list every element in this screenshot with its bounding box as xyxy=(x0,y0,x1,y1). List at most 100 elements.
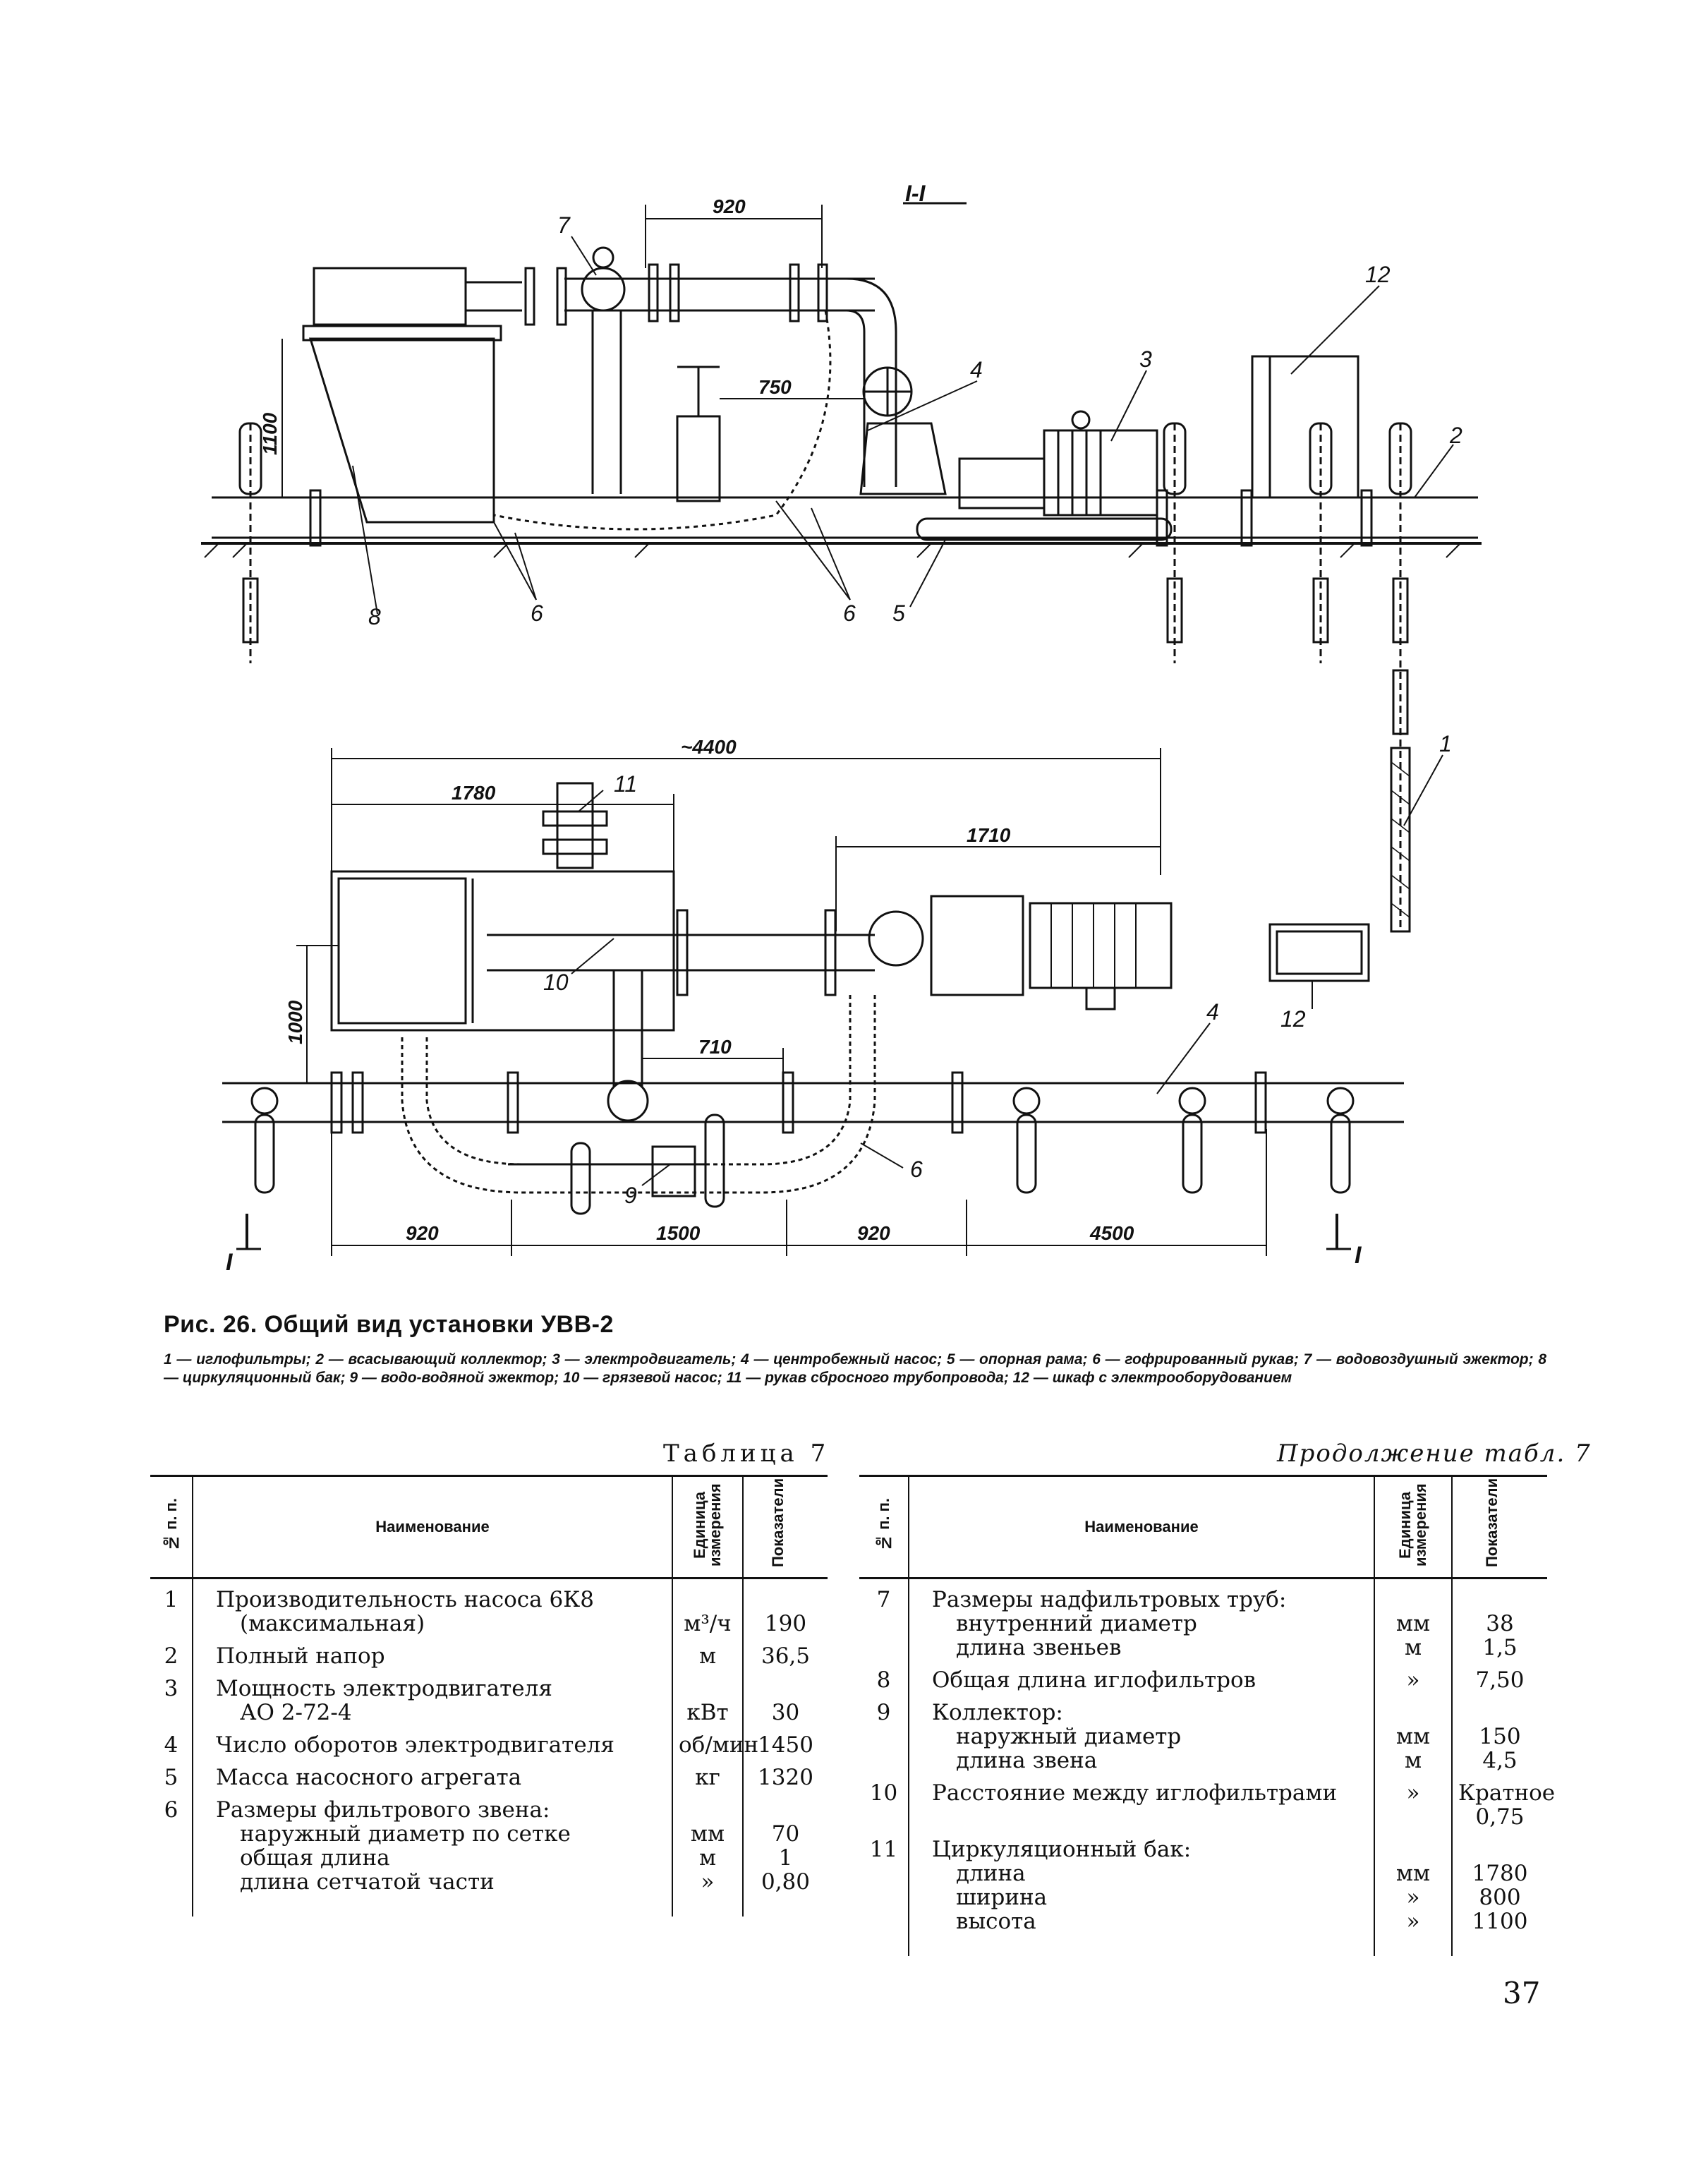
row-number: 6 xyxy=(150,1789,193,1894)
row-name-line: общая длина xyxy=(240,1845,390,1871)
callout-12-top: 12 xyxy=(1365,262,1391,287)
row-unit-line: м xyxy=(1404,1748,1422,1773)
row-number-text: 1 xyxy=(164,1587,178,1612)
table-label-right: Продолжение табл. 7 xyxy=(1277,1439,1592,1468)
row-name: Производительность насоса 6К8(максимальн… xyxy=(192,1578,673,1636)
row-unit-line: об/мин xyxy=(679,1732,759,1758)
spacer-cell xyxy=(742,1894,828,1917)
row-name-line: длина сетчатой части xyxy=(240,1869,495,1895)
dim-1780: 1780 xyxy=(452,782,496,804)
row-unit-line: кг xyxy=(695,1765,720,1790)
row-number-text: 9 xyxy=(876,1700,891,1725)
callout-4-top: 4 xyxy=(970,357,983,382)
row-value-line: 1450 xyxy=(758,1732,813,1758)
row-name-line: Расстояние между иглофильтрами xyxy=(932,1780,1338,1806)
row-name-line: наружный диаметр xyxy=(956,1724,1182,1749)
header-num: № п. п. xyxy=(859,1475,909,1579)
header-name: Наименование xyxy=(908,1475,1375,1579)
row-name: Размеры фильтрового звена:наружный диаме… xyxy=(192,1789,673,1895)
row-value-line: Кратное 0,75 xyxy=(1458,1780,1556,1830)
spacer-cell xyxy=(859,1933,909,1956)
callout-8: 8 xyxy=(368,604,381,629)
callout-4-bottom: 4 xyxy=(1206,999,1219,1025)
row-number-text: 8 xyxy=(876,1667,891,1693)
row-value-line: 800 xyxy=(1479,1885,1521,1910)
row-unit-line: кВт xyxy=(686,1700,729,1725)
row-number: 3 xyxy=(150,1668,193,1725)
header-value: Показатели xyxy=(1451,1475,1547,1579)
row-value-line: 0,80 xyxy=(761,1869,811,1895)
row-number: 1 xyxy=(150,1578,193,1636)
callout-11: 11 xyxy=(614,771,637,797)
table-spacer-row xyxy=(150,1894,828,1917)
spacer-cell xyxy=(1451,1933,1547,1956)
dim-top-920: 920 xyxy=(713,195,746,217)
section-label: I-I xyxy=(905,181,926,206)
row-number-text: 11 xyxy=(869,1837,898,1862)
row-name: Полный напор xyxy=(192,1636,673,1669)
table-left-body: 1 Производительность насоса 6К8(максималь… xyxy=(150,1578,828,1917)
row-number-text: 6 xyxy=(164,1797,178,1823)
row-value-line xyxy=(749,1798,822,1822)
dim-710: 710 xyxy=(698,1036,732,1058)
row-name-line: внутренний диаметр xyxy=(956,1611,1197,1636)
row-value-line: 30 xyxy=(771,1700,800,1725)
figure-legend: 1 — иглофильтры; 2 — всасывающий коллект… xyxy=(164,1351,1546,1386)
cut-mark-left: I xyxy=(226,1249,234,1276)
row-name-line: ширина xyxy=(956,1885,1048,1910)
row-name: Число оборотов электродвигателя xyxy=(192,1725,673,1757)
row-value: 30 xyxy=(742,1668,828,1725)
row-unit-line: » xyxy=(1406,1780,1420,1806)
row-number: 9 xyxy=(859,1692,909,1773)
table-row: 6 Размеры фильтрового звена:наружный диам… xyxy=(150,1789,828,1894)
row-name-line: Полный напор xyxy=(216,1643,385,1669)
row-name-line: длина звена xyxy=(956,1748,1098,1773)
header-unit: Единица измерения xyxy=(1374,1475,1453,1579)
spacer-cell xyxy=(908,1933,1375,1956)
row-name-line: АО 2-72-4 xyxy=(240,1700,352,1725)
row-number-text: 2 xyxy=(164,1643,178,1669)
callout-5: 5 xyxy=(892,600,905,626)
row-value-line: 4,5 xyxy=(1482,1748,1518,1773)
row-unit-line: мм xyxy=(1395,1861,1431,1886)
row-unit: м³/ч xyxy=(672,1578,744,1636)
row-name-line: Общая длина иглофильтров xyxy=(932,1667,1256,1693)
callout-12-bottom: 12 xyxy=(1280,1006,1306,1032)
row-number-text: 5 xyxy=(164,1765,178,1790)
dim-1000: 1000 xyxy=(284,1000,306,1044)
row-value-line: 150 xyxy=(1479,1724,1521,1749)
row-unit: м xyxy=(672,1636,744,1668)
row-name-line: длина звеньев xyxy=(956,1635,1122,1660)
row-value-line xyxy=(1458,1701,1542,1725)
dim-bottom-1500: 1500 xyxy=(656,1222,701,1244)
callout-6-bottom: 6 xyxy=(910,1157,923,1182)
dim-bottom-4500: 4500 xyxy=(1089,1222,1134,1244)
row-unit-line xyxy=(679,1798,737,1822)
row-name-line: Размеры надфильтровых труб: xyxy=(932,1587,1287,1612)
row-unit: » xyxy=(1374,1773,1453,1829)
callout-3: 3 xyxy=(1139,346,1152,372)
row-value: 1450 xyxy=(742,1725,828,1758)
callout-6-right: 6 xyxy=(843,600,856,626)
row-name: Общая длина иглофильтров xyxy=(908,1660,1375,1693)
row-value: 190 xyxy=(742,1578,828,1636)
row-unit-line: мм xyxy=(690,1821,725,1847)
row-value-line: 1780 xyxy=(1472,1861,1528,1886)
row-value-line xyxy=(1458,1837,1542,1861)
header-value: Показатели xyxy=(742,1475,828,1579)
row-number: 8 xyxy=(859,1660,909,1692)
callout-10: 10 xyxy=(543,970,569,995)
row-unit: » xyxy=(1374,1660,1453,1692)
callout-6-left: 6 xyxy=(531,600,543,626)
row-unit-line: м xyxy=(698,1845,717,1871)
row-name-line: наружный диаметр по сетке xyxy=(240,1821,571,1847)
